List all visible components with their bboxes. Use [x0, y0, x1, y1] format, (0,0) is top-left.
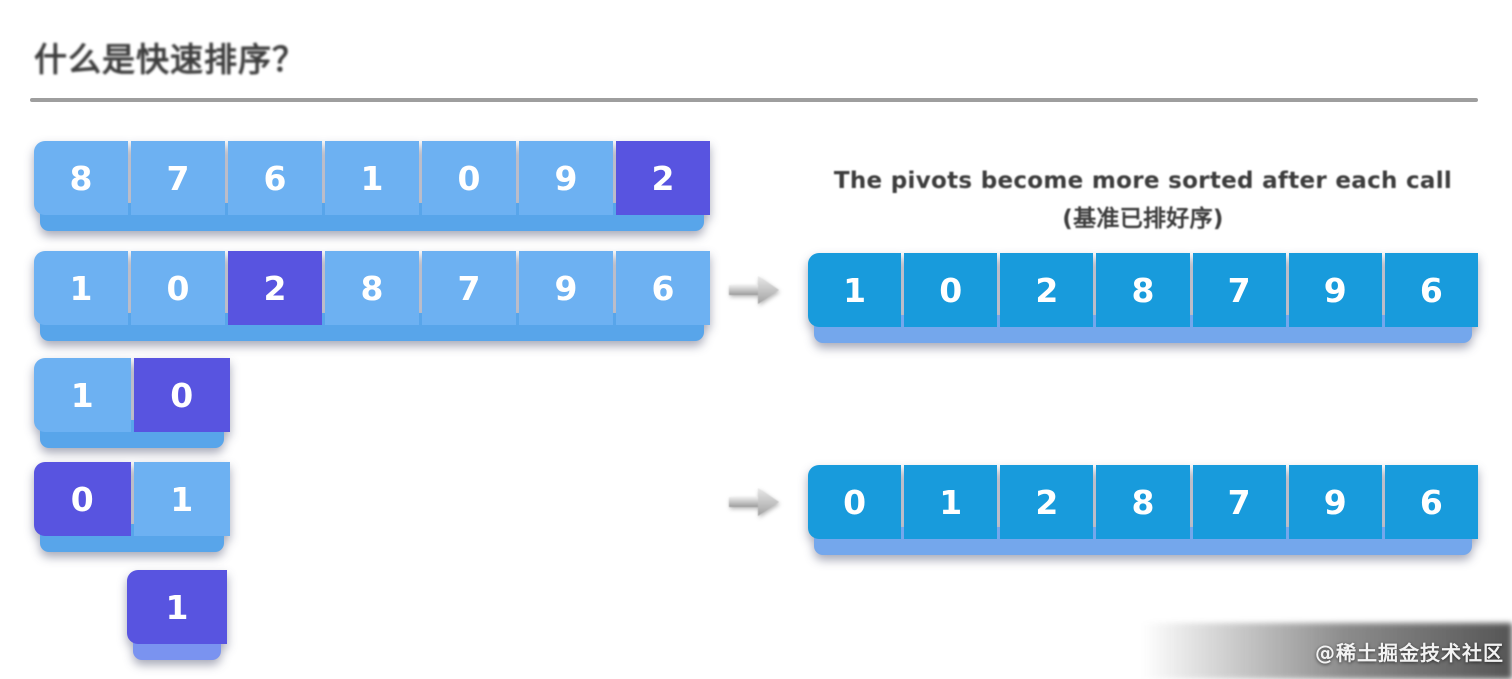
arrow-head — [758, 276, 779, 304]
watermark: @稀土掘金技术社区 — [1315, 641, 1504, 665]
array-cell-1: 1 — [325, 141, 419, 215]
page-title: 什么是快速排序？ — [34, 40, 306, 79]
arrow-right-icon — [727, 276, 779, 304]
divider-rule — [30, 98, 1478, 102]
arrow-head — [758, 488, 779, 516]
array-cell-1: 1 — [127, 570, 227, 644]
array-cell-7: 7 — [422, 251, 516, 325]
array-cell-0: 0 — [133, 358, 230, 432]
caption-line-1: The pivots become more sorted after each… — [833, 168, 1453, 194]
arrow-shaft — [729, 285, 762, 295]
array-partition-step-5: 1 — [127, 570, 227, 660]
array-cell-0: 0 — [422, 141, 516, 215]
array-cell-6: 6 — [228, 141, 322, 215]
array-cell-8: 8 — [1096, 465, 1190, 539]
caption-text: The pivots become more sorted after each… — [808, 162, 1478, 238]
array-cell-2: 2 — [1000, 253, 1094, 327]
array-cell-0: 0 — [131, 251, 225, 325]
array-cell-2: 2 — [1000, 465, 1094, 539]
array-cell-2: 2 — [228, 251, 322, 325]
caption-line-2: (基准已排好序) — [1062, 206, 1224, 232]
array-cell-6: 6 — [616, 251, 710, 325]
watermark-shadow — [1142, 623, 1512, 679]
arrow-shaft — [729, 497, 762, 507]
array-cell-1: 1 — [133, 462, 230, 536]
array-cell-7: 7 — [1192, 253, 1286, 327]
array-cell-6: 6 — [1384, 253, 1478, 327]
array-cell-9: 9 — [1288, 465, 1382, 539]
array-cell-1: 1 — [34, 358, 131, 432]
array-cell-8: 8 — [34, 141, 128, 215]
array-cell-8: 8 — [325, 251, 419, 325]
arrow-right-icon — [727, 488, 779, 516]
array-cell-2: 2 — [616, 141, 710, 215]
array-cell-0: 0 — [808, 465, 902, 539]
array-cell-8: 8 — [1096, 253, 1190, 327]
array-cell-1: 1 — [34, 251, 128, 325]
array-cell-7: 7 — [1192, 465, 1286, 539]
array-cell-1: 1 — [808, 253, 902, 327]
array-cell-9: 9 — [1288, 253, 1382, 327]
array-cell-9: 9 — [519, 251, 613, 325]
array-cell-1: 1 — [904, 465, 998, 539]
array-cell-6: 6 — [1384, 465, 1478, 539]
array-cell-0: 0 — [34, 462, 131, 536]
array-cell-0: 0 — [904, 253, 998, 327]
array-cell-9: 9 — [519, 141, 613, 215]
array-cell-7: 7 — [131, 141, 225, 215]
